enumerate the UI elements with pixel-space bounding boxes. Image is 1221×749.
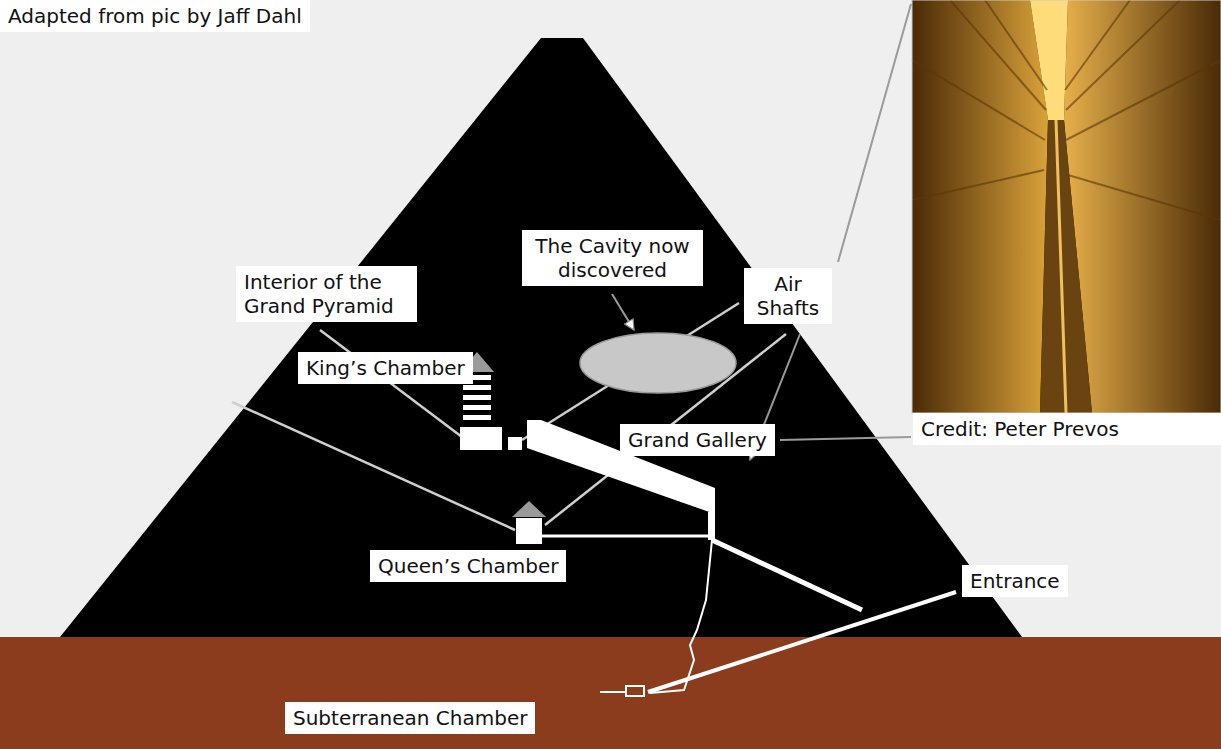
gable-roof	[512, 501, 546, 517]
horizontal-passage	[542, 535, 712, 538]
label-text: Subterranean Chamber	[293, 706, 527, 730]
shaft-line	[232, 402, 515, 530]
photo-ramp	[1056, 120, 1066, 413]
descending-passage	[648, 592, 956, 692]
label-text: Air Shafts	[752, 272, 824, 320]
label-box: King’s Chamber	[298, 352, 473, 384]
label-box: Interior of the Grand Pyramid	[236, 266, 417, 322]
photo	[912, 0, 1221, 413]
label-text: Adapted from pic by Jaff Dahl	[8, 4, 302, 28]
photo-ceiling	[1030, 0, 1068, 120]
label-text: Credit: Peter Prevos	[921, 417, 1213, 441]
antechamber	[508, 437, 522, 450]
photo-frame	[912, 0, 1221, 413]
relieving-chamber	[463, 405, 491, 410]
photo-wall	[912, 0, 1048, 413]
label-text: King’s Chamber	[306, 356, 465, 380]
label-text: Grand Gallery	[628, 428, 767, 452]
kings-chamber	[460, 427, 502, 450]
label-box: Credit: Peter Prevos	[913, 413, 1221, 445]
photo-wall	[1064, 0, 1221, 413]
photo-floor	[1040, 120, 1092, 413]
label-text: Queen’s Chamber	[378, 554, 558, 578]
relieving-chamber	[463, 395, 491, 400]
subterranean-chamber	[626, 686, 644, 696]
label-box: Air Shafts	[744, 268, 832, 324]
leader-arrow	[612, 294, 634, 330]
label-text: Entrance	[970, 569, 1060, 593]
shaft-line	[320, 330, 466, 440]
relieving-chamber	[463, 415, 491, 420]
photo-corbels	[912, 0, 1221, 220]
label-text: The Cavity now discovered	[530, 234, 695, 282]
pyramid	[60, 38, 1022, 637]
label-box: The Cavity now discovered	[522, 230, 703, 286]
label-box: Entrance	[962, 565, 1068, 597]
label-box: Subterranean Chamber	[285, 702, 535, 734]
cavity	[580, 333, 736, 393]
label-box: Adapted from pic by Jaff Dahl	[0, 0, 310, 32]
label-text: Interior of the Grand Pyramid	[244, 270, 409, 318]
leader-line	[780, 437, 911, 440]
queens-chamber	[516, 518, 542, 544]
ground	[0, 637, 1221, 749]
leader-line	[838, 4, 911, 262]
well-shaft	[650, 540, 712, 693]
label-box: Queen’s Chamber	[370, 550, 566, 582]
dead-end-passage	[600, 691, 626, 693]
relieving-chamber	[463, 385, 491, 390]
ascending-passage	[712, 540, 862, 610]
label-box: Grand Gallery	[620, 424, 775, 456]
